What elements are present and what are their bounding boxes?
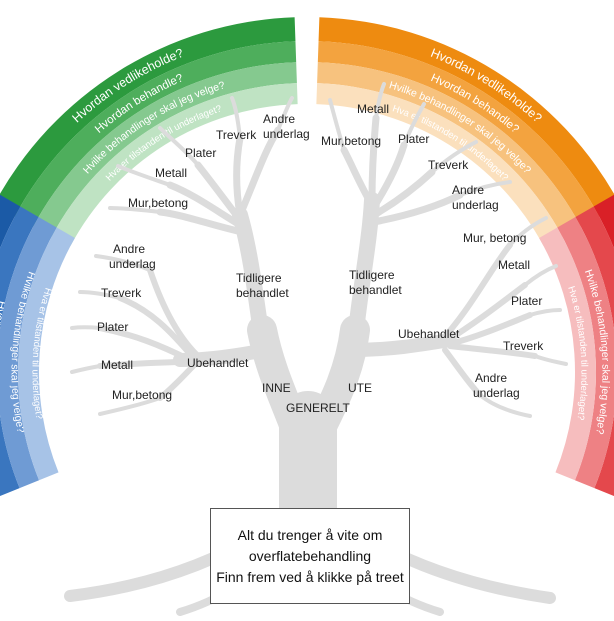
- twig: [442, 282, 528, 345]
- arc-band-orange-4[interactable]: [316, 83, 563, 247]
- twig: [147, 267, 203, 361]
- twig: [368, 114, 380, 204]
- twig: [523, 264, 558, 287]
- twig: [117, 295, 198, 363]
- label-red-andre-1[interactable]: Andre: [475, 371, 507, 385]
- label-green-metall[interactable]: Metall: [155, 166, 187, 180]
- twig: [94, 254, 152, 272]
- label-red-treverk[interactable]: Treverk: [503, 339, 544, 353]
- twig: [233, 134, 244, 219]
- label-green-mur[interactable]: Mur,betong: [128, 196, 188, 210]
- twig: [340, 146, 376, 209]
- twig: [478, 393, 532, 418]
- twig: [370, 191, 464, 226]
- info-box[interactable]: Alt du trenger å vite om overflatebehand…: [210, 508, 410, 604]
- twig: [108, 206, 162, 214]
- arc-band-orange-1[interactable]: [318, 17, 614, 217]
- label-green-plater[interactable]: Plater: [185, 146, 216, 160]
- label-blue-mur[interactable]: Mur,betong: [112, 388, 172, 402]
- arc-band-green-1[interactable]: [0, 17, 296, 217]
- info-line-1: Alt du trenger å vite om: [237, 526, 383, 543]
- label-green-andre-2[interactable]: underlag: [263, 127, 310, 141]
- twig: [158, 126, 200, 167]
- twig: [508, 216, 548, 247]
- twig: [447, 312, 533, 347]
- twig: [97, 325, 193, 363]
- twig: [97, 359, 188, 369]
- twig: [402, 102, 426, 147]
- label-red-mur[interactable]: Mur, betong: [463, 231, 526, 245]
- label-red-metall[interactable]: Metall: [498, 258, 530, 272]
- twig: [458, 180, 512, 197]
- label-blue-treverk[interactable]: Treverk: [101, 286, 142, 300]
- label-green-andre-1[interactable]: Andre: [263, 112, 295, 126]
- label-ute[interactable]: UTE: [348, 381, 372, 395]
- label-green-treverk[interactable]: Treverk: [216, 128, 257, 142]
- twig: [276, 96, 294, 132]
- info-line-2: overflatebehandling: [248, 547, 372, 564]
- twig: [447, 343, 538, 359]
- arc-band-red-4[interactable]: [539, 227, 596, 481]
- twig: [70, 364, 102, 374]
- arc-band-red-2[interactable]: [575, 206, 614, 496]
- label-inne-tidligere-2[interactable]: behandlet: [236, 286, 289, 300]
- arc-band-orange-2[interactable]: [317, 41, 600, 227]
- twig: [156, 208, 246, 236]
- label-inne-ubehandlet[interactable]: Ubehandlet: [187, 356, 249, 370]
- label-orange-metall[interactable]: Metall: [357, 102, 389, 116]
- twig: [166, 181, 244, 229]
- label-orange-mur[interactable]: Mur,betong: [321, 134, 381, 148]
- twig: [437, 242, 513, 345]
- label-blue-metall[interactable]: Metall: [101, 358, 133, 372]
- twig: [70, 325, 102, 330]
- arc-blue-inne-treatment[interactable]: Hvordan vedlikeholde?Hvordan behandle?Hv…: [0, 194, 75, 505]
- twig: [98, 396, 162, 416]
- twig: [368, 141, 408, 214]
- branch-inne-tidligere: [232, 207, 270, 348]
- arc-band-red-1[interactable]: [593, 194, 614, 505]
- label-orange-andre-2[interactable]: underlag: [452, 198, 499, 212]
- label-inne-tidligere-1[interactable]: Tidligere: [236, 271, 282, 285]
- arc-band-green-4[interactable]: [51, 83, 298, 247]
- arc-band-green-2[interactable]: [14, 41, 297, 227]
- twig: [533, 354, 568, 366]
- twig: [236, 126, 282, 219]
- label-inne[interactable]: INNE: [262, 381, 291, 395]
- twig: [442, 347, 483, 398]
- twig: [194, 161, 244, 224]
- label-ute-tidligere-1[interactable]: Tidligere: [349, 268, 395, 282]
- twig: [370, 168, 436, 219]
- arc-band-blue-4[interactable]: [18, 227, 75, 481]
- arc-band-blue-1[interactable]: [0, 194, 21, 505]
- label-orange-treverk[interactable]: Treverk: [428, 158, 469, 172]
- tree-labels: GENERELT INNE UTE Tidligere behandlet Ub…: [97, 102, 544, 415]
- twig: [374, 82, 386, 120]
- arc-band-blue-3[interactable]: [0, 217, 57, 489]
- label-blue-plater[interactable]: Plater: [97, 320, 128, 334]
- twig: [78, 290, 122, 300]
- twig: [328, 98, 346, 152]
- label-ute-tidligere-2[interactable]: behandlet: [349, 283, 402, 297]
- arc-band-green-3[interactable]: [33, 62, 297, 237]
- label-orange-plater[interactable]: Plater: [398, 132, 429, 146]
- label-blue-andre-1[interactable]: Andre: [113, 242, 145, 256]
- arc-band-blue-2[interactable]: [0, 206, 39, 496]
- twig: [116, 164, 172, 187]
- label-blue-andre-2[interactable]: underlag: [109, 257, 156, 271]
- label-ute-ubehandlet[interactable]: Ubehandlet: [398, 327, 460, 341]
- arc-band-red-3[interactable]: [557, 217, 614, 489]
- label-red-plater[interactable]: Plater: [511, 294, 542, 308]
- label-red-andre-2[interactable]: underlag: [473, 386, 520, 400]
- twig: [230, 96, 242, 140]
- arc-red-ute-treatment[interactable]: Hvordan vedlikeholde?Hvordan behandle?Hv…: [539, 194, 614, 505]
- twig: [528, 308, 562, 317]
- twig: [157, 361, 198, 401]
- arc-band-orange-3[interactable]: [317, 62, 581, 237]
- label-orange-andre-1[interactable]: Andre: [452, 183, 484, 197]
- label-generelt[interactable]: GENERELT: [286, 401, 350, 415]
- info-line-3: Finn frem ved å klikke på treet: [216, 568, 404, 585]
- twig: [430, 140, 478, 174]
